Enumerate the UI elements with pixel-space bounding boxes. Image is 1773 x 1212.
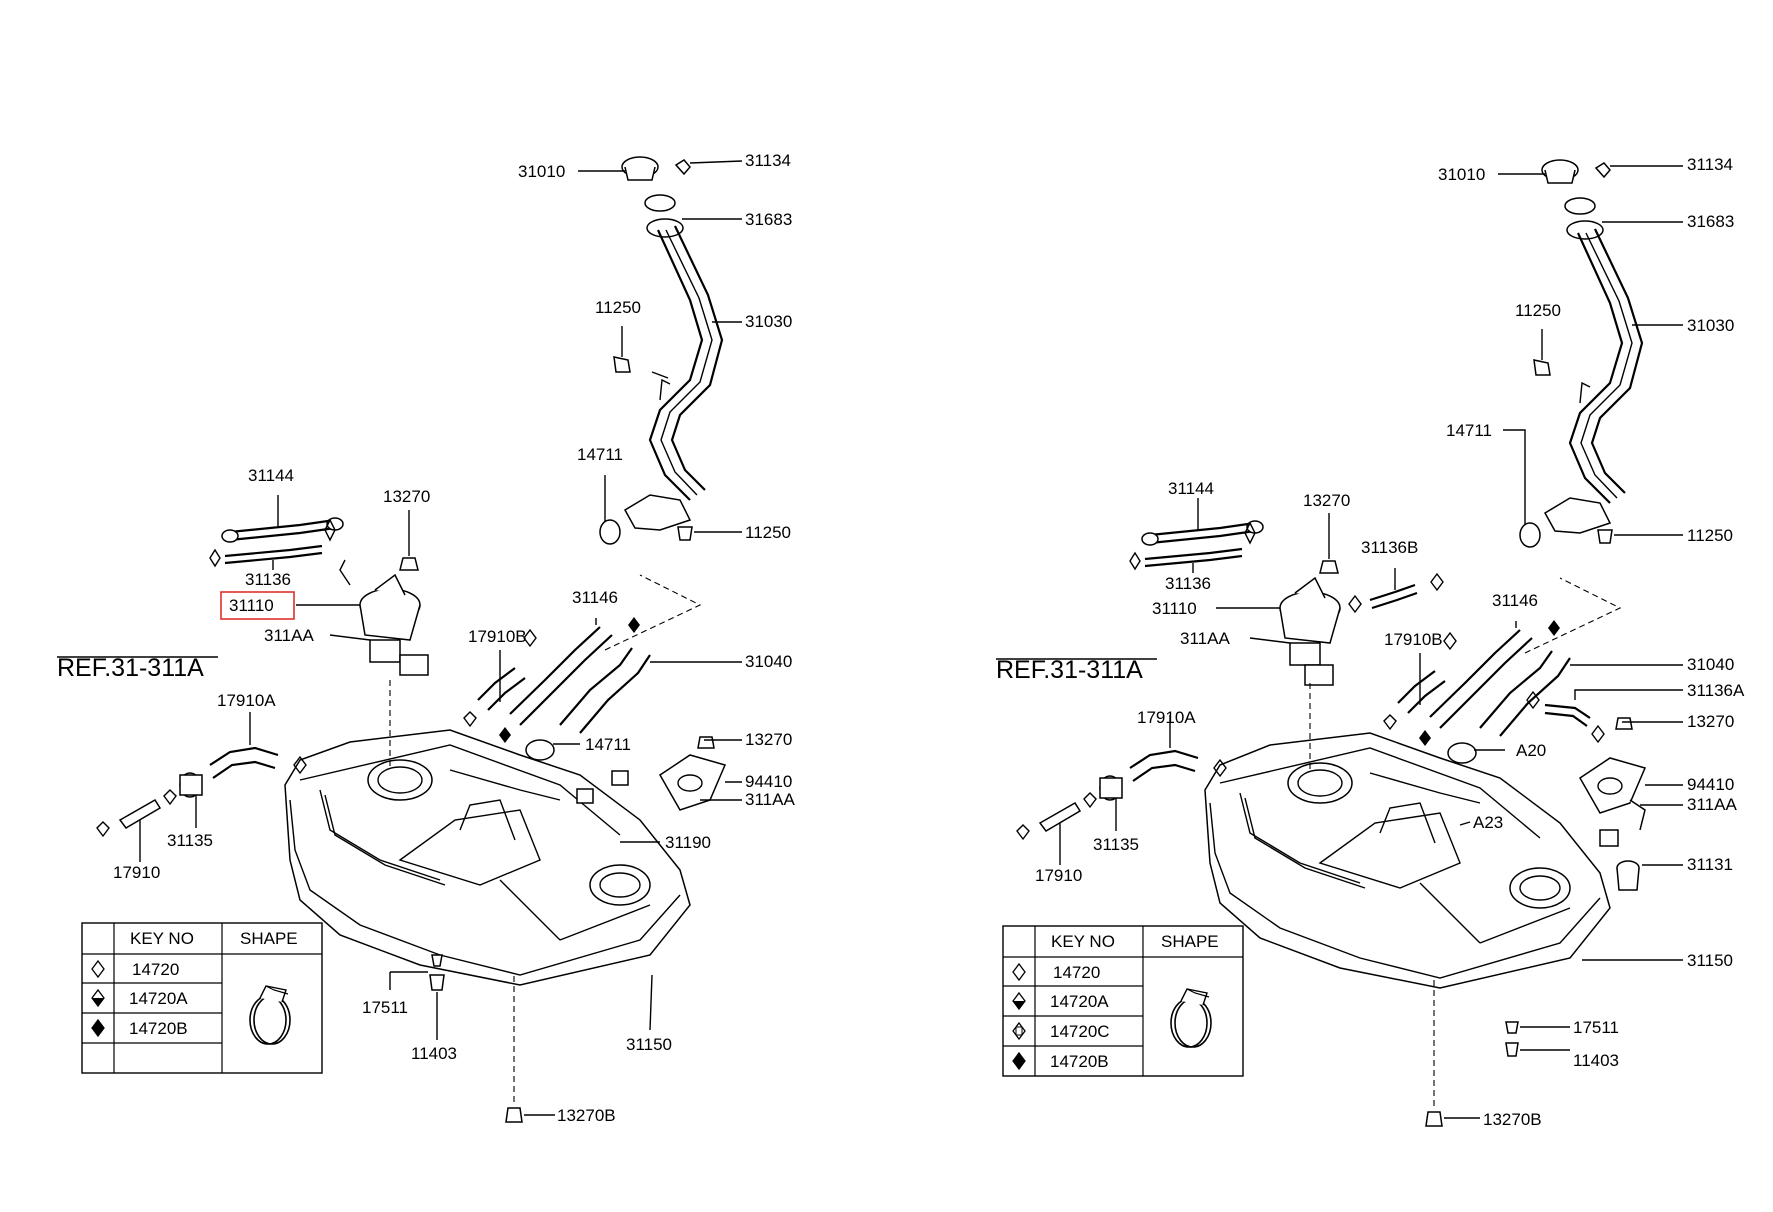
table-cell: 14720C xyxy=(1050,1022,1110,1041)
part-label: 94410 xyxy=(745,772,792,791)
part-label: 17910 xyxy=(1035,866,1082,885)
part-label: 17511 xyxy=(362,998,408,1017)
part-label: 31150 xyxy=(626,1035,672,1054)
part-label: 13270B xyxy=(1483,1110,1542,1129)
part-label: 31135 xyxy=(167,831,213,850)
part-label: 311AA xyxy=(745,790,795,809)
hose-clamp-icon xyxy=(249,985,291,1045)
part-label: 31134 xyxy=(1687,155,1733,174)
diamond-symbol-icon xyxy=(91,959,105,979)
table-header: KEY NO xyxy=(130,929,194,948)
part-label: 31683 xyxy=(745,210,792,229)
diamond-symbol-icon xyxy=(1012,962,1026,982)
highlighted-part-label[interactable]: 31110 xyxy=(229,596,274,615)
part-label: 17910A xyxy=(1137,708,1196,727)
highlight-box xyxy=(220,591,295,620)
part-label: 31146 xyxy=(572,588,618,607)
reference-label: REF.31-311A xyxy=(57,654,204,682)
part-label: 31146 xyxy=(1492,591,1538,610)
part-label: 31135 xyxy=(1093,835,1139,854)
part-label: 11250 xyxy=(1515,301,1561,320)
fuel-tank-icon xyxy=(1204,732,1611,989)
reference-label: REF.31-311A xyxy=(996,656,1143,684)
part-label: 13270 xyxy=(383,487,430,506)
table-cell: 14720 xyxy=(132,960,179,979)
part-label: 14711 xyxy=(1446,421,1492,440)
part-label: 17511 xyxy=(1573,1018,1619,1037)
diamond-symbol-icon xyxy=(96,518,640,838)
part-label: 31010 xyxy=(1438,165,1485,184)
filler-neck-icon xyxy=(1519,159,1644,548)
part-label: 11250 xyxy=(595,298,641,317)
part-label: 13270B xyxy=(557,1106,616,1125)
part-label: 14711 xyxy=(577,445,623,464)
part-label: 31136 xyxy=(245,570,291,589)
table-cell: 14720 xyxy=(1053,963,1100,982)
key-table: KEY NO SHAPE 14720 14720A 14720B xyxy=(81,922,323,1074)
part-label: 11403 xyxy=(1573,1051,1619,1070)
table-header: SHAPE xyxy=(240,929,298,948)
fuel-pump-icon xyxy=(339,559,429,676)
part-label: 31144 xyxy=(1168,479,1214,498)
table-header: KEY NO xyxy=(1051,932,1115,951)
part-label: 31190 xyxy=(665,833,711,852)
part-label: A23 xyxy=(1473,813,1503,832)
part-label: 11250 xyxy=(745,523,791,542)
right-diagram: 31010 31134 31683 31030 11250 14711 1125… xyxy=(996,155,1745,1129)
diamond-symbol-icon xyxy=(1012,1021,1026,1041)
part-label: 94410 xyxy=(1687,775,1734,794)
part-label: 13270 xyxy=(1303,491,1350,510)
part-label: 17910A xyxy=(217,691,276,710)
part-label: 31010 xyxy=(518,162,565,181)
diamond-symbol-icon xyxy=(1012,1051,1026,1071)
part-label: 311AA xyxy=(1180,629,1230,648)
diamond-symbol-icon xyxy=(91,1018,105,1038)
filler-neck-icon xyxy=(599,156,724,545)
part-label: 14711 xyxy=(585,735,631,754)
table-cell: 14720B xyxy=(1050,1052,1109,1071)
part-label: 31136A xyxy=(1687,681,1745,700)
part-label: 31110 xyxy=(1152,599,1197,618)
part-label: 31040 xyxy=(745,652,792,671)
part-label: 31030 xyxy=(745,312,792,331)
part-label: 13270 xyxy=(745,730,792,749)
left-diagram: 31010 31134 31683 31030 11250 14711 1125… xyxy=(57,151,795,1125)
pump-gasket-icon xyxy=(576,754,727,811)
part-label: 31150 xyxy=(1687,951,1733,970)
part-label: 31683 xyxy=(1687,212,1734,231)
fuel-pump-icon xyxy=(1279,576,1341,686)
part-label: 11403 xyxy=(411,1044,457,1063)
diamond-symbol-icon xyxy=(1016,521,1605,841)
part-label: A20 xyxy=(1516,741,1546,760)
part-label: 31134 xyxy=(745,151,791,170)
part-label: 31136B xyxy=(1361,538,1418,557)
table-cell: 14720A xyxy=(129,989,188,1008)
part-label: 13270 xyxy=(1687,712,1734,731)
table-cell: 14720B xyxy=(129,1019,188,1038)
part-label: 31144 xyxy=(248,466,294,485)
table-cell: 14720A xyxy=(1050,992,1109,1011)
table-header: SHAPE xyxy=(1161,932,1219,951)
part-label: 311AA xyxy=(264,626,314,645)
key-table: KEY NO SHAPE 14720 14720A 14720C 14720B xyxy=(1002,925,1244,1077)
part-label: 17910B xyxy=(1384,630,1443,649)
part-label: 17910 xyxy=(113,863,160,882)
part-label: 31136 xyxy=(1165,574,1211,593)
part-label: 31030 xyxy=(1687,316,1734,335)
pump-gasket-icon xyxy=(1579,757,1647,891)
part-label: 31131 xyxy=(1687,855,1733,874)
hose-clamp-icon xyxy=(1170,988,1212,1048)
part-label: 311AA xyxy=(1687,795,1737,814)
part-label: 17910B xyxy=(468,627,527,646)
fuel-tank-icon xyxy=(284,729,691,986)
part-label: 31040 xyxy=(1687,655,1734,674)
part-label: 11250 xyxy=(1687,526,1733,545)
